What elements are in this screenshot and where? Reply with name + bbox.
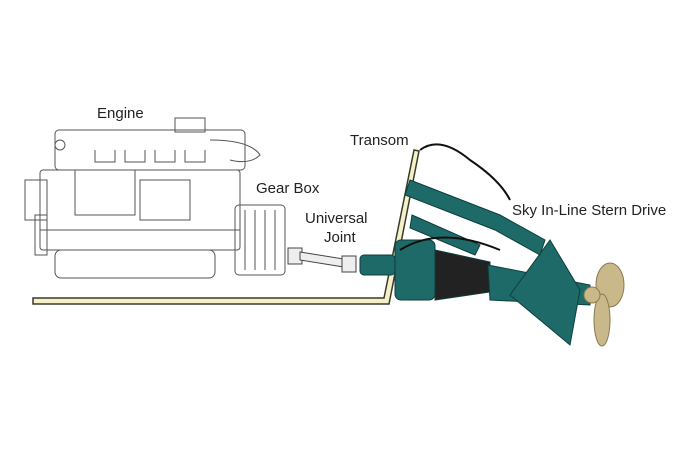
label-universal-joint-1: Universal bbox=[305, 210, 368, 227]
label-transom: Transom bbox=[350, 132, 409, 149]
hull-transom bbox=[32, 149, 420, 305]
label-universal-joint-2: Joint bbox=[324, 229, 356, 246]
label-engine: Engine bbox=[97, 105, 144, 122]
engine-drawing bbox=[24, 117, 261, 279]
propeller bbox=[583, 262, 625, 347]
stern-drive bbox=[359, 143, 591, 346]
universal-joint-drawing bbox=[287, 247, 357, 273]
gear-box-drawing bbox=[234, 204, 286, 276]
label-stern-drive: Sky In-Line Stern Drive bbox=[512, 202, 667, 219]
label-gear-box: Gear Box bbox=[256, 180, 320, 197]
